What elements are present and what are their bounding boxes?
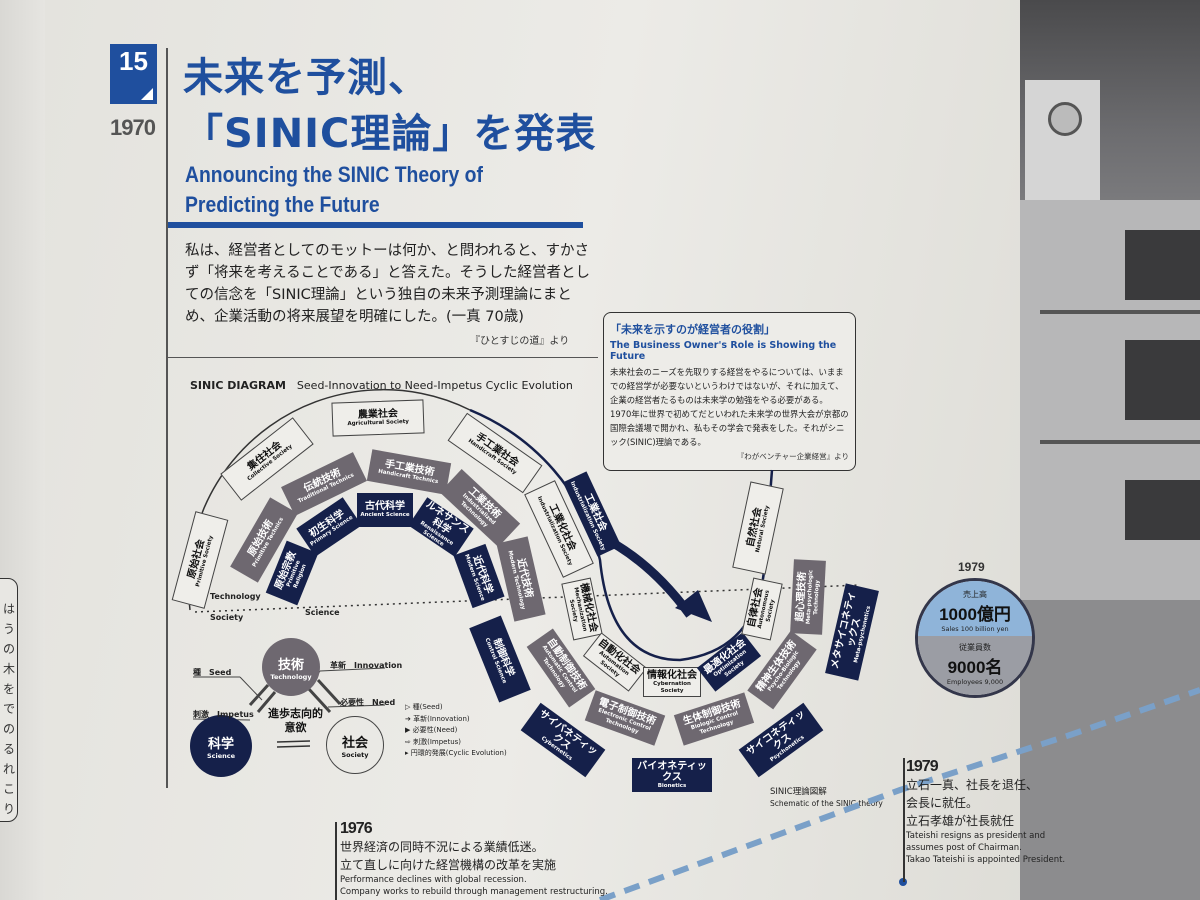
segment-label-ja: 古代科学 <box>365 501 405 513</box>
diagram-legend: ▷ 種(Seed) ➔ 革新(Innovation) ▶ 必要性(Need) ⇨… <box>405 702 507 760</box>
axis-label-science: Science <box>305 608 340 617</box>
legend-item-innovation: ➔ 革新(Innovation) <box>405 714 470 723</box>
sidebox-source: 『わがベンチャー企業経営』より <box>736 452 849 461</box>
axis-label-technology: Technology <box>210 592 261 601</box>
background-building-photo <box>1020 0 1200 900</box>
progress-motivation-label: 進歩志向的意欲 <box>268 707 323 734</box>
axis-label-society: Society <box>210 613 244 622</box>
page-title-ja: 未来を予測、「SINIC理論」を発表 <box>183 55 597 157</box>
sidebox-title-ja: 「未来を示すのが経営者の役割」 <box>610 323 775 336</box>
quote-source: 『ひとすじの道』より <box>470 336 570 347</box>
divider <box>168 357 598 358</box>
segment-label-ja: 情報化社会 <box>647 670 697 682</box>
legend-item-cyclic: ▸ 円環的発展(Cyclic Evolution) <box>405 749 507 757</box>
quote-text: 私は、経営者としてのモットーは何か、と問われると、すかさず「将来を考えることであ… <box>185 243 590 325</box>
adjacent-panel-text: はうの木をでのるれこ り <box>3 602 17 816</box>
legend-item-need: ▶ 必要性(Need) <box>405 726 458 734</box>
innovation-label: 革新 Innovation <box>330 661 403 670</box>
event-line-1979 <box>903 758 905 882</box>
sidebox-body: 未来社会のニーズを先取りする経営をやるについては、いままでの経営学が必要ないとい… <box>610 367 849 447</box>
big-arrow-head <box>675 590 712 622</box>
segment-label-en: Ancient Science <box>360 512 410 519</box>
sidebox-title-en: The Business Owner's Role is Showing the… <box>610 340 837 362</box>
stats-year: 1979 <box>958 560 985 574</box>
segment-label-ja: バイオネティックス <box>637 760 707 783</box>
emblem-icon <box>1048 102 1082 136</box>
impetus-label: 刺激 Impetus <box>193 710 254 719</box>
segment-label-en: Cybernation Society <box>653 681 691 694</box>
adjacent-panel-card: はうの木をでのるれこ り <box>0 578 18 822</box>
event-line-1976 <box>335 822 337 900</box>
title-rule <box>168 222 583 228</box>
sidebar-quote-box: 「未来を示すのが経営者の役割」 The Business Owner's Rol… <box>603 312 856 471</box>
diagram-title: SINIC DIAGRAM Seed-Innovation to Need-Im… <box>190 379 573 392</box>
seed-label: 種 Seed <box>193 668 232 677</box>
segment-label-en: Bionetics <box>657 782 687 789</box>
legend-item-impetus: ⇨ 刺激(Impetus) <box>405 737 462 746</box>
need-label: 必要性 Need <box>340 698 396 707</box>
legend-item-seed: ▷ 種(Seed) <box>405 703 443 711</box>
section-number-badge: 15 <box>110 44 157 104</box>
timeline-divider <box>166 48 168 788</box>
section-year: 1970 <box>110 115 156 140</box>
